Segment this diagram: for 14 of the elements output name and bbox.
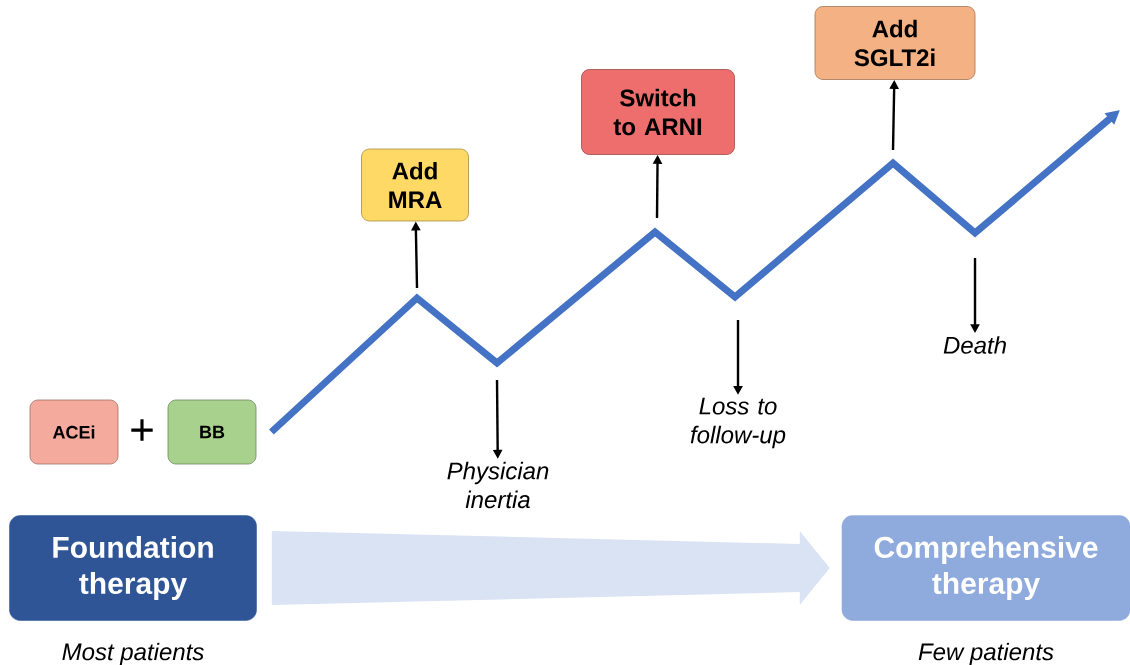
barrier-text: Physician inertia: [447, 461, 549, 509]
caption-text: Most patients: [62, 642, 204, 665]
plus-sign: +: [131, 419, 153, 441]
step-box: Switch to ARNI: [581, 69, 735, 155]
barrier-text: Death: [943, 336, 1006, 354]
caption-text: Few patients: [918, 642, 1054, 665]
drug-box: BB: [167, 399, 257, 465]
therapy-box: Foundation therapy: [9, 515, 257, 621]
step-box: Add SGLT2i: [814, 6, 976, 80]
block-arrow: [271, 531, 830, 605]
step-box: Add MRA: [361, 148, 469, 222]
barrier-text: Loss to follow-up: [690, 397, 786, 449]
therapy-box: Comprehensive therapy: [841, 515, 1130, 621]
drug-box: ACEi: [29, 399, 119, 465]
